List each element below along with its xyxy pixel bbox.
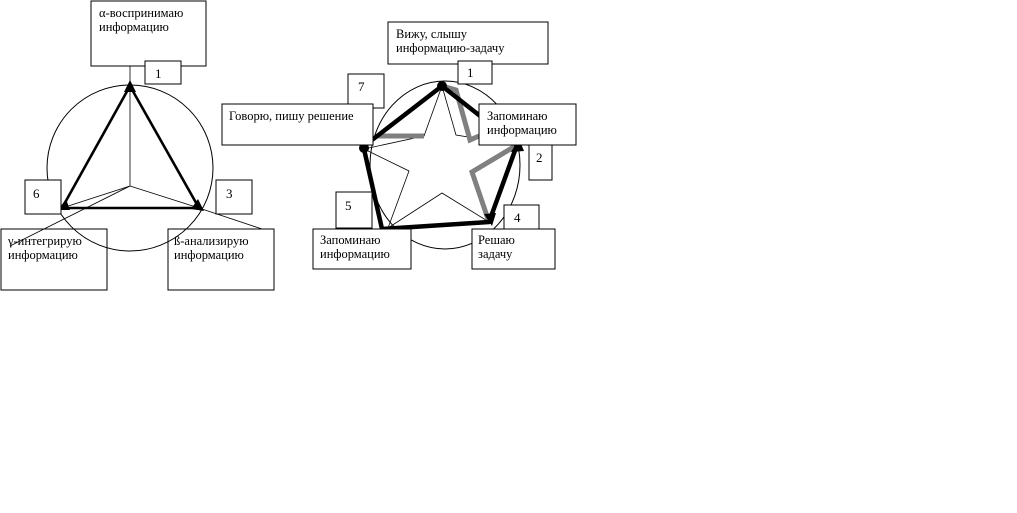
number-5: 5 [345,198,352,213]
number-box-7 [347,73,385,109]
number-3: 3 [226,186,233,201]
number-1-left: 1 [155,66,162,81]
speak-box-text: Говорю, пишу решение [229,109,354,123]
connector-gamma [9,185,131,247]
solve-box [471,228,556,270]
pentagon-arrow-bottom [484,213,496,226]
number-box-5 [335,191,373,229]
grey-path-top [441,83,481,144]
triangle-spoke-right [129,185,200,209]
triangle-edge-top-right [128,85,201,209]
memorize-bottom-line-1: Запоминаю [320,233,381,247]
memorize-top-line-2: информацию [487,123,557,137]
alpha-box-text: α-воспринимаю информацию [99,6,186,34]
memorize-bottom-text: Запоминаю информацию [320,233,390,261]
number-box-1-left [144,60,182,85]
see-line-2: информацию-задачу [396,41,505,55]
memorize-top-box [478,103,577,146]
gamma-line-2: информацию [8,248,78,262]
alpha-line-2: информацию [99,20,169,34]
memorize-top-line-1: Запоминаю [487,109,548,123]
solve-line-1: Решаю [478,233,515,247]
beta-line-1: ß-анализирую [174,234,249,248]
pentagon-path [361,83,520,232]
number-box-6 [24,179,62,215]
memorize-bottom-line-2: информацию [320,247,390,261]
triangle-diagram: α-воспринимаю информацию 1 6 3 γ-интегри… [0,0,275,291]
beta-line-2: информацию [174,248,244,262]
solve-line-2: задачу [478,247,513,261]
number-7: 7 [358,79,365,94]
pentagon-diagram: Вижу, слышу информацию-задачу 1 7 Запоми… [221,21,577,270]
connector-beta [198,207,263,230]
see-box-text: Вижу, слышу информацию-задачу [396,27,505,55]
triangle-edge-top-left [60,85,132,209]
gamma-box [0,228,108,291]
memorize-top-text: Запоминаю информацию [487,109,557,137]
solve-box-text: Решаю задачу [478,233,518,261]
number-2: 2 [536,150,543,165]
number-box-4 [503,204,540,230]
number-box-1-right [457,60,493,85]
gamma-box-text: γ-интегрирую информацию [7,234,85,262]
triangle-arrow-right [191,199,204,211]
number-1-right: 1 [467,65,474,80]
alpha-line-1: α-воспринимаю [99,6,183,20]
see-box [387,21,549,65]
alpha-box [90,0,207,67]
grey-path-right [468,142,519,223]
number-box-2 [528,144,553,181]
number-box-3 [215,179,253,215]
gamma-line-1: γ-интегрирую [7,234,82,248]
number-4: 4 [514,210,521,225]
beta-box-text: ß-анализирую информацию [174,234,252,262]
triangle-spoke-left [61,185,131,209]
beta-box [167,228,275,291]
pentagon-vertex-top [437,81,447,91]
memorize-bottom-box [312,228,412,270]
see-line-1: Вижу, слышу [396,27,468,41]
pentagon-circle [369,80,521,250]
number-6: 6 [33,186,40,201]
speak-box [221,103,374,146]
